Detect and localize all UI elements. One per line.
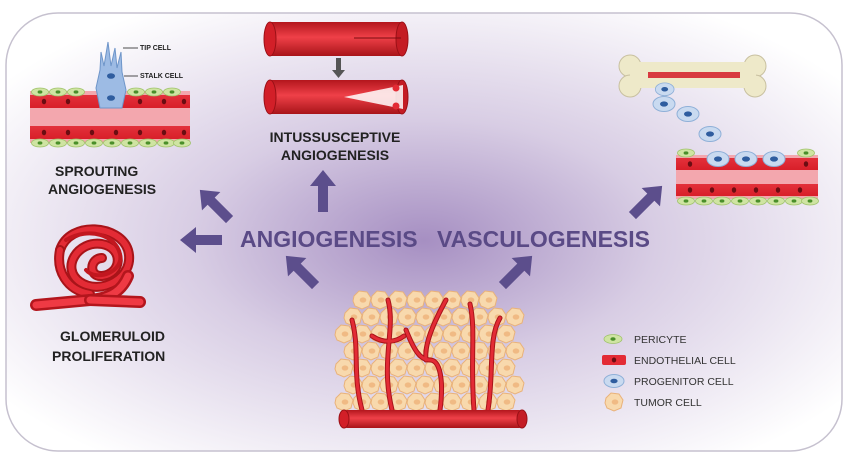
tumor-cell xyxy=(496,324,516,344)
sprouting-label-line1: SPROUTING xyxy=(55,163,138,179)
tumor-cell xyxy=(334,324,354,344)
tumor-cell xyxy=(406,392,426,412)
glomeruloid-illustration xyxy=(30,224,146,311)
stalk-cell-label: STALK CELL xyxy=(140,73,184,80)
tumor-cell xyxy=(370,392,390,412)
tumor-cell xyxy=(343,341,363,361)
vasculogenesis-heading: VASCULOGENESIS xyxy=(437,226,650,252)
tumor-cell xyxy=(406,358,426,378)
legend-endothelial-label: ENDOTHELIAL CELL xyxy=(634,355,736,367)
legend: PERICYTE ENDOTHELIAL CELL PROGENITOR CEL… xyxy=(602,334,736,412)
intussusceptive-label-line1: INTUSSUSCEPTIVE xyxy=(270,129,401,145)
tumor-cell xyxy=(397,307,417,327)
glomeruloid-label-line1: GLOMERULOID xyxy=(60,328,165,344)
tumor-cell xyxy=(505,375,525,395)
legend-tumor-label: TUMOR CELL xyxy=(634,397,702,409)
tumor-cell xyxy=(361,341,381,361)
legend-progenitor-label: PROGENITOR CELL xyxy=(634,376,734,388)
tumor-cell xyxy=(406,290,426,310)
tumor-cell xyxy=(433,341,453,361)
tumor-cell xyxy=(415,375,435,395)
progenitor-cell-icon xyxy=(603,374,625,388)
intussusceptive-label-line2: ANGIOGENESIS xyxy=(281,147,389,163)
endothelial-cell-icon xyxy=(602,355,626,365)
tumor-cell xyxy=(460,358,480,378)
tumor-cell xyxy=(415,307,435,327)
sprouting-label-line2: ANGIOGENESIS xyxy=(48,181,156,197)
tumor-cell xyxy=(361,307,381,327)
tumor-cell xyxy=(334,358,354,378)
tumor-cell xyxy=(451,341,471,361)
tumor-cell xyxy=(478,290,498,310)
sprouting-vessel-illustration xyxy=(30,41,191,148)
tumor-cell xyxy=(334,392,354,412)
tumor-cell xyxy=(397,375,417,395)
tumor-cell xyxy=(460,324,480,344)
bone-illustration xyxy=(618,54,767,98)
tumor-cell xyxy=(361,375,381,395)
tumor-cell xyxy=(451,307,471,327)
pericyte-icon xyxy=(603,334,623,344)
intussusceptive-vessel-illustration xyxy=(263,21,409,115)
tumor-cell xyxy=(442,358,462,378)
tumor-cell xyxy=(478,358,498,378)
legend-pericyte-label: PERICYTE xyxy=(634,334,687,346)
tumor-cell xyxy=(388,358,408,378)
angiogenesis-heading: ANGIOGENESIS xyxy=(240,226,418,252)
tumor-cell xyxy=(505,341,525,361)
tumor-cell xyxy=(496,392,516,412)
tumor-cell-icon xyxy=(604,392,624,412)
vasculogenesis-vessel-illustration xyxy=(676,148,819,206)
tumor-cell xyxy=(352,290,372,310)
tip-cell-label: TIP CELL xyxy=(140,45,172,52)
tumor-cell xyxy=(451,375,471,395)
tumor-cell xyxy=(505,307,525,327)
tumor-cell xyxy=(496,358,516,378)
tumor-mass-illustration xyxy=(334,290,528,429)
background-panel xyxy=(5,12,843,452)
tumor-cell xyxy=(442,324,462,344)
glomeruloid-label-line2: PROLIFERATION xyxy=(52,348,165,364)
tumor-cell xyxy=(442,392,462,412)
